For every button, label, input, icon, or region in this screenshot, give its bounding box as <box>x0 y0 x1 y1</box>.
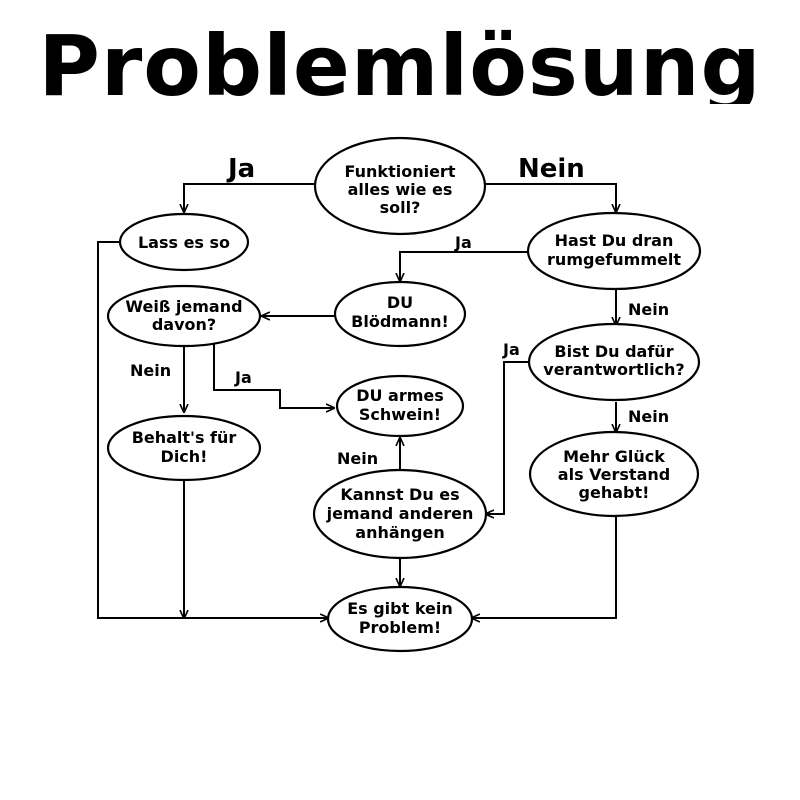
node-problem: Es gibt kein Problem! <box>326 585 474 653</box>
edge-dran-ja <box>400 251 530 281</box>
node-behalt-line-2: Dich! <box>161 447 208 466</box>
node-schwein: DU armes Schwein! <box>335 374 465 438</box>
edge-label-weiss-ja: Ja <box>234 368 252 387</box>
node-weiss-line-1: Weiß jemand <box>125 297 242 316</box>
edge-label-verantw-ja: Ja <box>502 340 520 359</box>
edge-weiss-ja <box>213 344 334 408</box>
node-bloed-line-1: DU <box>387 293 413 312</box>
node-start: Funktioniert alles wie es soll? <box>313 136 487 236</box>
page-title: Problemlösung <box>38 17 762 104</box>
node-dran-line-2: rumgefummelt <box>547 250 681 269</box>
node-kannst-line-3: anhängen <box>355 523 444 542</box>
node-verantw-line-2: verantwortlich? <box>543 360 684 379</box>
title-area: Problemlösung <box>0 0 800 104</box>
edge-start-nein <box>484 183 616 212</box>
node-start-line-1: Funktioniert <box>345 162 456 181</box>
edge-lass-problem <box>97 241 328 618</box>
node-glueck-line-2: als Verstand <box>558 465 670 484</box>
node-verantw: Bist Du dafür verantwortlich? <box>527 322 701 402</box>
edge-glueck-problem <box>472 516 617 618</box>
edge-label-start-ja: Ja <box>226 154 255 184</box>
node-glueck-line-1: Mehr Glück <box>563 447 665 466</box>
edge-start-ja <box>184 183 316 212</box>
node-schwein-line-2: Schwein! <box>359 405 441 424</box>
edges <box>97 183 617 618</box>
node-glueck: Mehr Glück als Verstand gehabt! <box>528 430 700 518</box>
node-problem-line-1: Es gibt kein <box>347 599 453 618</box>
edge-label-start-nein: Nein <box>518 154 585 184</box>
edge-label-weiss-nein: Nein <box>130 361 171 380</box>
edge-label-dran-nein: Nein <box>628 300 669 319</box>
node-weiss: Weiß jemand davon? <box>106 284 262 348</box>
node-problem-line-2: Problem! <box>359 618 441 637</box>
node-start-line-2: alles wie es <box>348 180 453 199</box>
node-glueck-line-3: gehabt! <box>579 483 650 502</box>
edge-label-verantw-nein: Nein <box>628 407 669 426</box>
edge-label-kannst-nein: Nein <box>337 449 378 468</box>
node-dran: Hast Du dran rumgefummelt <box>526 211 702 291</box>
node-behalt-line-1: Behalt's für <box>132 428 237 447</box>
node-behalt: Behalt's für Dich! <box>106 414 262 482</box>
node-kannst: Kannst Du es jemand anderen anhängen <box>312 468 488 560</box>
node-lass: Lass es so <box>118 212 250 272</box>
node-schwein-line-1: DU armes <box>356 386 444 405</box>
node-verantw-line-1: Bist Du dafür <box>554 342 673 361</box>
node-bloed-line-2: Blödmann! <box>351 312 449 331</box>
node-dran-line-1: Hast Du dran <box>555 231 674 250</box>
node-start-line-3: soll? <box>380 198 421 217</box>
edge-verantw-ja <box>486 361 538 514</box>
node-kannst-line-2: jemand anderen <box>326 504 474 523</box>
node-weiss-line-2: davon? <box>152 315 216 334</box>
edge-label-dran-ja: Ja <box>454 233 472 252</box>
node-lass-line-1: Lass es so <box>138 233 230 252</box>
node-bloed: DU Blödmann! <box>333 280 467 348</box>
node-kannst-line-1: Kannst Du es <box>340 485 459 504</box>
